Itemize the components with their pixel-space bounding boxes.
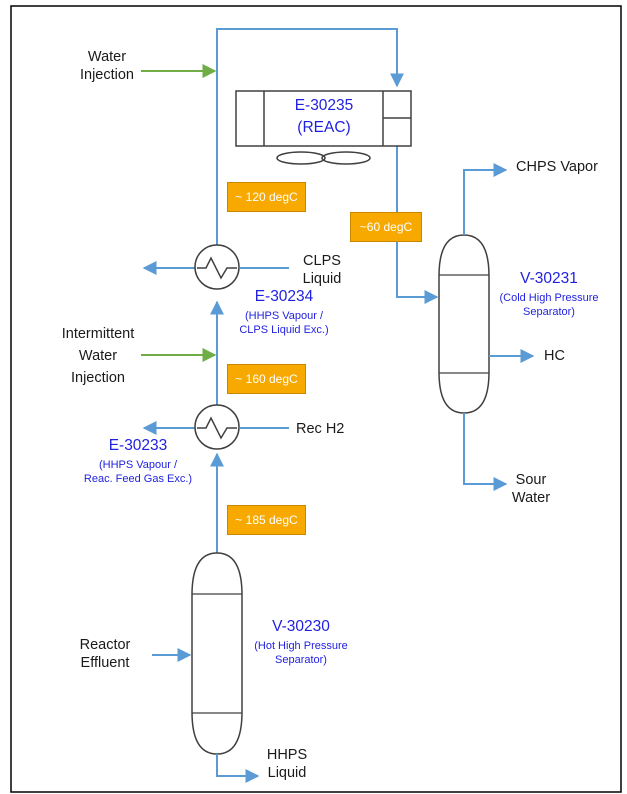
vessel-v30230-shape bbox=[152, 552, 260, 783]
hc-label: HC bbox=[544, 348, 565, 364]
hhps-liquid-label: HHPS Liquid bbox=[266, 747, 308, 781]
e30235-label: E-30235 (REAC) bbox=[294, 97, 354, 136]
v30231-label: V-30231 (Cold High Pressure Separator) bbox=[499, 270, 599, 318]
reac-air-cooler-shape bbox=[235, 90, 412, 165]
v30230-label: V-30230 (Hot High Pressure Separator) bbox=[254, 618, 348, 666]
reactor-effluent-label: Reactor Effluent bbox=[79, 637, 131, 671]
temp-120-badge: ~ 120 degC bbox=[227, 182, 306, 212]
process-line-riser bbox=[210, 28, 404, 553]
intermittent-water-injection-label: Intermittent Water Injection bbox=[61, 326, 135, 386]
rec-h2-label: Rec H2 bbox=[296, 421, 345, 437]
exchanger-e30233-shape bbox=[142, 404, 289, 450]
sour-water-label: Sour Water bbox=[511, 472, 551, 506]
e30233-label: E-30233 (HHPS Vapour / Reac. Feed Gas Ex… bbox=[83, 437, 193, 485]
temp-160-badge: ~ 160 degC bbox=[227, 364, 306, 394]
chps-vapor-label: CHPS Vapor bbox=[516, 159, 598, 175]
temp-60-badge: ~60 degC bbox=[350, 212, 422, 242]
e30234-label: E-30234 (HHPS Vapour / CLPS Liquid Exc.) bbox=[239, 288, 329, 336]
vessel-v30231-shape bbox=[438, 163, 535, 491]
reac-outlet-line bbox=[396, 146, 439, 304]
temp-185-badge: ~ 185 degC bbox=[227, 505, 306, 535]
exchanger-e30234-shape bbox=[142, 244, 289, 290]
diagram-frame bbox=[10, 5, 622, 793]
clps-liquid-label: CLPS Liquid bbox=[302, 253, 342, 287]
water-injection-label: Water Injection bbox=[79, 49, 134, 83]
